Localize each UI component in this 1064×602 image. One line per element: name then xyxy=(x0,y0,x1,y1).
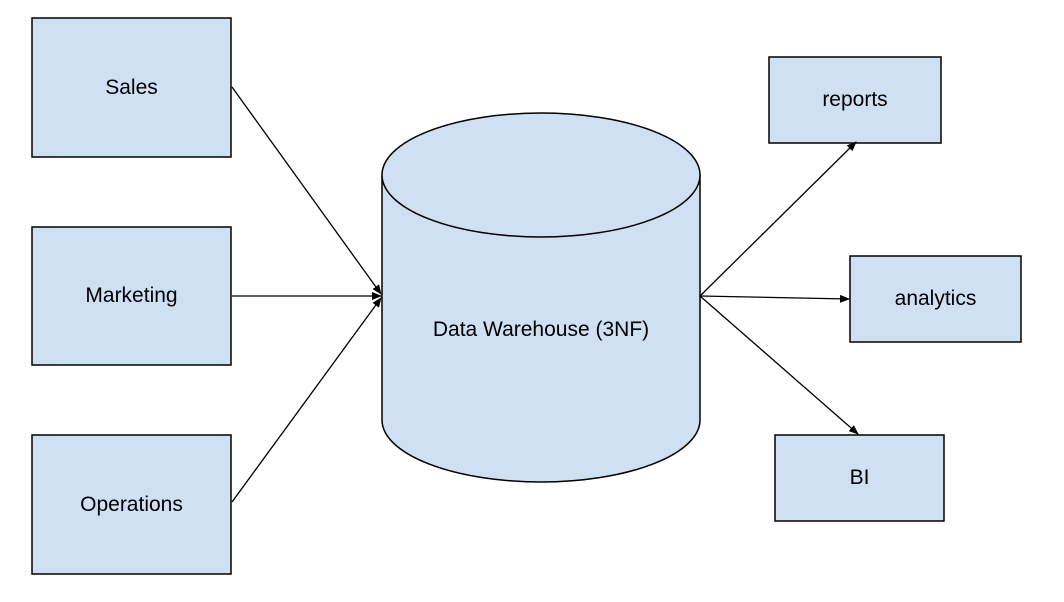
operations-box xyxy=(31,434,232,575)
reports-box xyxy=(768,56,942,144)
arrow-operations-to-warehouse xyxy=(231,297,382,503)
arrow-warehouse-to-reports xyxy=(699,141,857,297)
arrow-warehouse-to-analytics xyxy=(699,294,850,303)
bi-box xyxy=(774,434,945,522)
sales-box xyxy=(31,17,232,158)
analytics-box xyxy=(849,255,1022,343)
warehouse-cylinder-top xyxy=(381,112,701,238)
arrow-sales-to-warehouse xyxy=(231,86,382,295)
warehouse-cylinder-body xyxy=(381,175,701,483)
arrow-warehouse-to-bi xyxy=(699,295,859,435)
marketing-box xyxy=(31,226,232,366)
